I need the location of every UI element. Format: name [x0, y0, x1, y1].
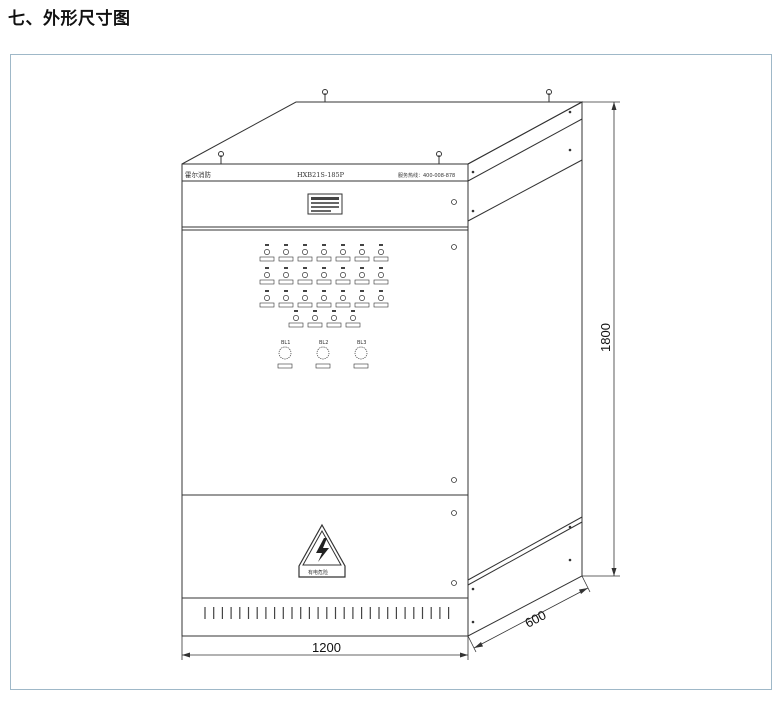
door-locks	[451, 199, 457, 586]
indicator-lamp	[373, 267, 389, 285]
indicator-lamp	[335, 244, 351, 262]
meter-label-bl2: BL2	[319, 340, 328, 346]
section-title: 七、外形尺寸图	[8, 9, 131, 29]
height-dimension: 1800	[598, 323, 613, 352]
brand-label: 霍尔消防	[185, 170, 212, 179]
indicator-lamp	[345, 310, 361, 328]
model-label: HXB21S-185P	[297, 171, 345, 179]
warning-label: 有电危险	[308, 569, 328, 576]
indicator-lamp	[354, 267, 370, 285]
lightning-icon	[316, 538, 329, 562]
side-rivets	[471, 110, 572, 624]
indicator-lamp	[316, 290, 332, 308]
meter-bl1: BL1	[277, 340, 293, 369]
indicator-lamp	[259, 290, 275, 308]
indicator-lamp	[278, 290, 294, 308]
meter-label-bl1: BL1	[281, 340, 290, 346]
cabinet-side	[467, 101, 583, 637]
service-line-label: 服务热线：400-008-878	[398, 172, 455, 179]
indicator-lamp	[288, 310, 304, 328]
indicator-lamp	[278, 244, 294, 262]
drawing-frame	[10, 54, 772, 690]
warning-sign: 有电危险	[298, 523, 346, 578]
nameplate	[307, 193, 343, 215]
dimension-lines	[181, 101, 620, 660]
indicator-lamp	[259, 267, 275, 285]
dimension-arrows	[182, 102, 617, 658]
indicator-lamp	[316, 267, 332, 285]
indicator-lamp	[373, 290, 389, 308]
indicator-lamp	[297, 244, 313, 262]
meter-label-bl3: BL3	[357, 340, 366, 346]
width-dimension: 1200	[312, 640, 341, 655]
indicator-lamp	[335, 267, 351, 285]
ventilation-slots	[204, 607, 450, 619]
indicator-lamp	[259, 244, 275, 262]
indicator-lamp	[307, 310, 323, 328]
indicator-lamp	[354, 244, 370, 262]
indicator-lamp	[326, 310, 342, 328]
meter-bl2: BL2	[315, 340, 331, 369]
meter-bl3: BL3	[353, 340, 369, 369]
lifting-eyes	[218, 89, 552, 164]
indicator-lamp	[297, 267, 313, 285]
cabinet-top	[181, 101, 583, 165]
indicator-lamp	[354, 290, 370, 308]
indicator-lamp	[297, 290, 313, 308]
indicator-lamp	[335, 290, 351, 308]
indicator-lamp-grid	[259, 244, 389, 328]
indicator-lamp	[373, 244, 389, 262]
indicator-lamp	[278, 267, 294, 285]
indicator-lamp	[316, 244, 332, 262]
